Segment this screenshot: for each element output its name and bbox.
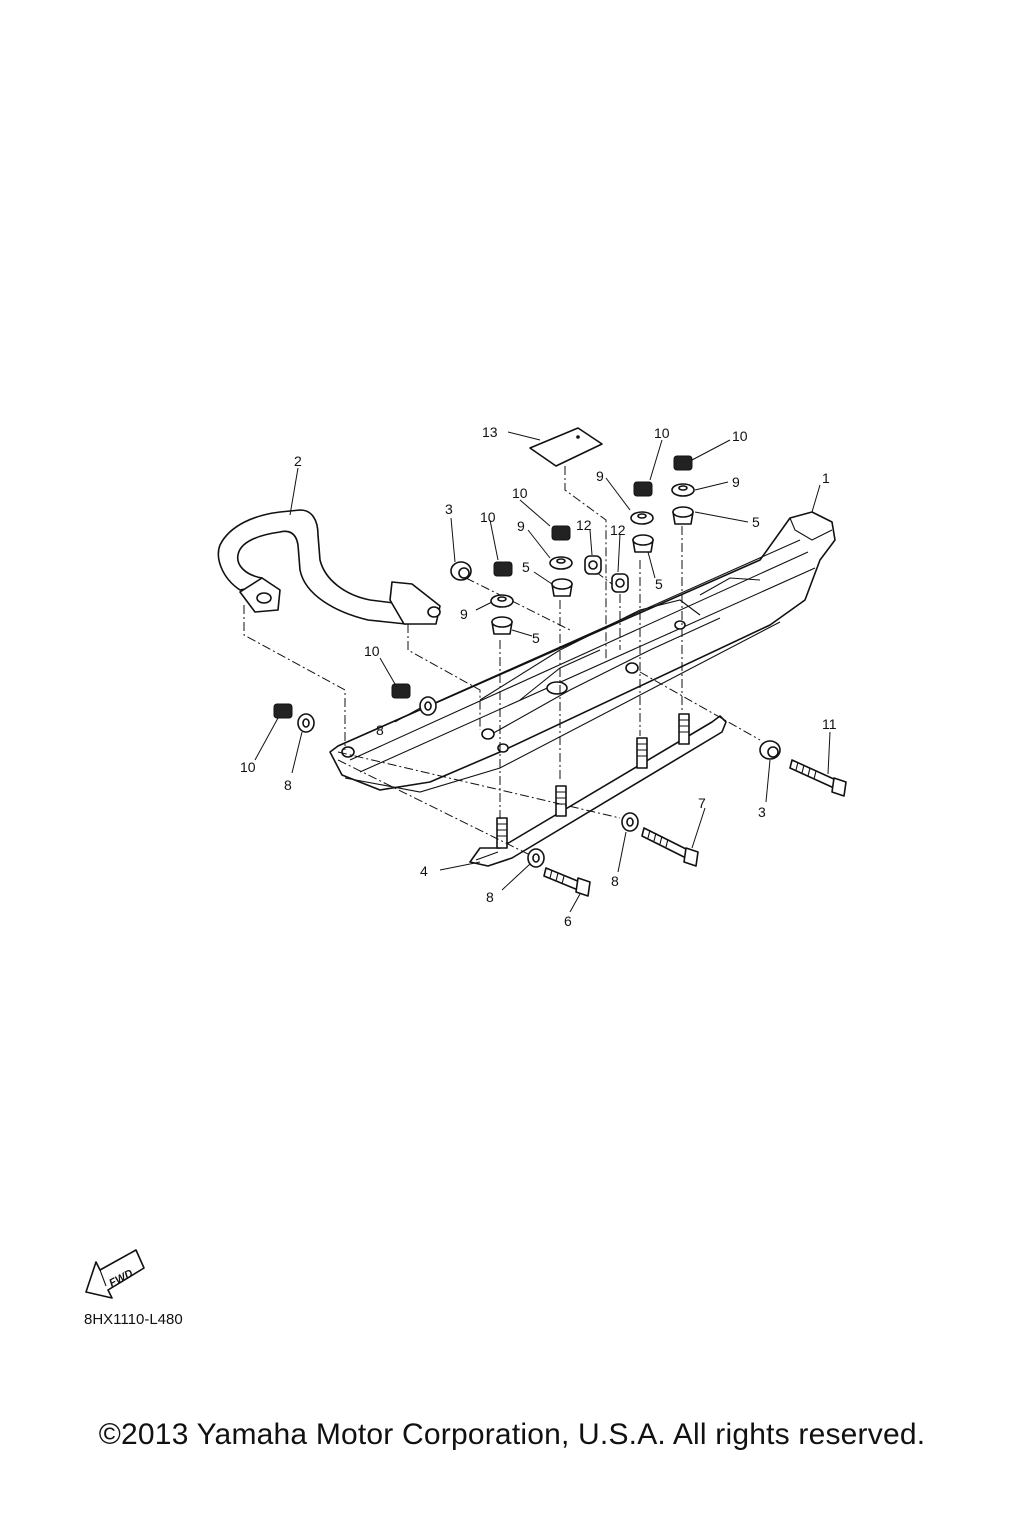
callout-11: 11 (822, 716, 837, 732)
callout-5: 5 (655, 576, 663, 592)
callout-10: 10 (364, 643, 380, 659)
callout-8: 8 (376, 722, 384, 738)
callout-12: 12 (576, 517, 592, 533)
callout-8: 8 (284, 777, 292, 793)
callout-1: 1 (822, 470, 830, 486)
ski-body (329, 511, 836, 793)
collar-5 (491, 506, 694, 635)
bushing-12 (584, 555, 629, 593)
callout-9: 9 (732, 474, 740, 490)
callout-5: 5 (752, 514, 760, 530)
bolt-11 (789, 759, 847, 797)
callout-9: 9 (460, 606, 468, 622)
callout-4: 4 (420, 863, 428, 879)
callout-10: 10 (512, 485, 528, 501)
callout-10: 10 (732, 428, 748, 444)
diagram-code: 8HX1110-L480 (84, 1311, 183, 1328)
callout-9: 9 (517, 518, 525, 534)
cap-3 (450, 561, 781, 760)
part-plate (529, 427, 603, 467)
callout-9: 9 (596, 468, 604, 484)
nut-10 (273, 455, 693, 719)
callout-10: 10 (240, 759, 256, 775)
bolt-7 (641, 827, 699, 867)
callout-3: 3 (758, 804, 766, 820)
callout-12: 12 (610, 522, 626, 538)
fwd-arrow-icon: FWD (85, 1249, 145, 1299)
callout-7: 7 (698, 795, 706, 811)
leader-lines (254, 431, 831, 913)
callout-6: 6 (564, 913, 572, 929)
callout-8: 8 (486, 889, 494, 905)
washer-8 (297, 696, 639, 868)
wear-bar (469, 713, 727, 867)
ski-handle (217, 509, 441, 625)
copyright-notice: ©2013 Yamaha Motor Corporation, U.S.A. A… (98, 1418, 926, 1451)
callout-2: 2 (294, 453, 302, 469)
callout-3: 3 (445, 501, 453, 517)
callout-8: 8 (611, 873, 619, 889)
bolt-6 (543, 867, 591, 897)
callout-labels: 13 2 3 1 10 10 9 9 10 10 9 12 12 5 5 5 9… (240, 424, 837, 929)
callout-5: 5 (532, 630, 540, 646)
hardware (273, 455, 847, 897)
callout-10: 10 (480, 509, 496, 525)
callout-13: 13 (482, 424, 498, 440)
callout-5: 5 (522, 559, 530, 575)
callout-10: 10 (654, 425, 670, 441)
washer-9 (490, 483, 695, 608)
